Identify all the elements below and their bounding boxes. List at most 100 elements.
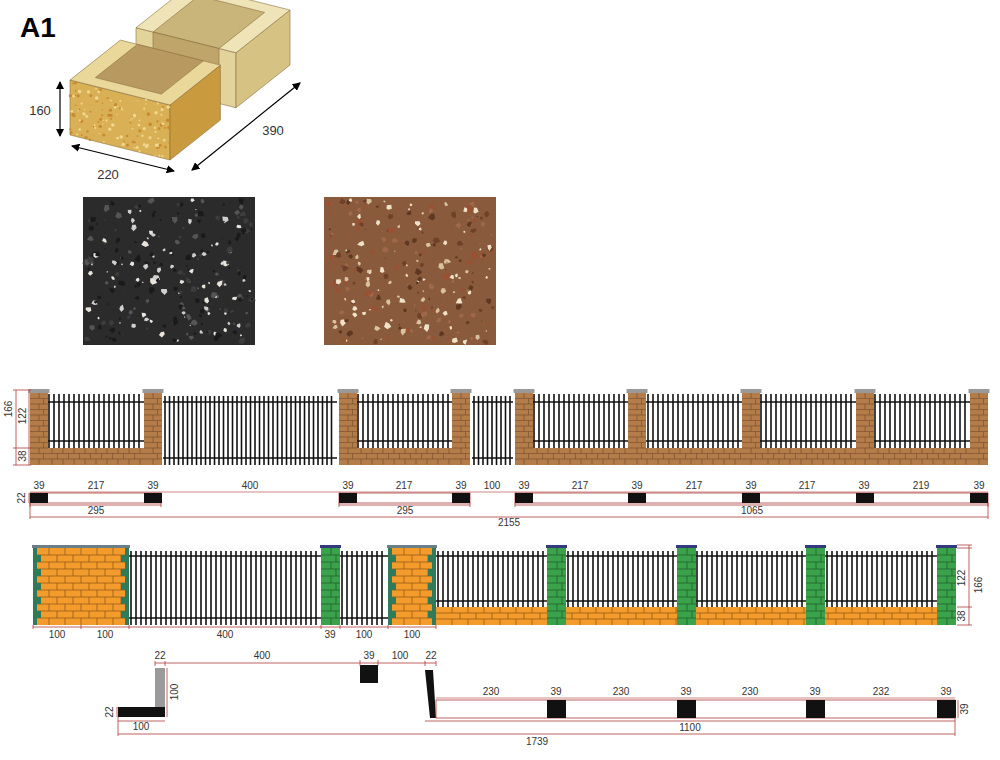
- stone-chip: [141, 241, 149, 247]
- mortar-joint: [524, 448, 525, 454]
- stone-chip: [251, 298, 254, 301]
- fence-rail: [566, 555, 677, 557]
- mortar-joint: [755, 454, 756, 460]
- mortar-joint: [878, 459, 879, 465]
- stone-chip: [245, 323, 251, 328]
- stone-chip: [395, 264, 399, 269]
- pillar-plan: [628, 493, 646, 503]
- mortar-joint: [608, 454, 609, 460]
- mortar-line: [677, 555, 696, 556]
- mortar-joint: [922, 459, 923, 465]
- mortar-joint: [966, 459, 967, 465]
- green-edge-brick: [33, 562, 37, 569]
- stone-chip: [491, 306, 494, 309]
- mortar-line: [30, 409, 48, 410]
- mortar-joint: [952, 569, 953, 576]
- brick-fill: [856, 393, 874, 465]
- fence-bar: [652, 551, 654, 607]
- mortar-joint: [660, 619, 661, 625]
- mortar-joint: [331, 548, 332, 555]
- mortar-joint: [562, 569, 563, 576]
- fence-bar: [200, 396, 202, 465]
- stone-grain: [110, 99, 112, 101]
- fence-bar: [331, 396, 333, 465]
- stone-chip: [426, 243, 431, 247]
- stone-chip: [201, 233, 206, 238]
- stone-chip: [429, 204, 434, 209]
- mortar-joint: [575, 454, 576, 460]
- dimension-label: 1739: [525, 737, 549, 747]
- stone-grain: [99, 118, 102, 121]
- fence-bar: [240, 551, 242, 625]
- stone-chip: [199, 330, 203, 333]
- stone-grain: [120, 107, 123, 110]
- stone-chip: [357, 208, 361, 213]
- mortar-joint: [924, 613, 925, 619]
- stone-chip: [181, 311, 185, 314]
- stone-chip: [490, 234, 492, 236]
- mortar-joint: [933, 448, 934, 454]
- fence-rail: [695, 600, 806, 602]
- fence-rail: [825, 555, 937, 557]
- dimension-line: [16, 390, 17, 465]
- stone-grain: [132, 128, 134, 130]
- mortar-joint: [65, 618, 66, 625]
- mortar-joint: [687, 590, 688, 597]
- stone-chip: [234, 211, 240, 216]
- mortar-joint: [676, 607, 677, 613]
- fence-bar: [911, 551, 913, 607]
- mortar-joint: [528, 421, 529, 427]
- stone-chip: [153, 262, 156, 265]
- stone-chip: [118, 332, 120, 335]
- stone-grain: [95, 96, 99, 100]
- mortar-joint: [911, 459, 912, 465]
- green-edge-brick: [121, 597, 129, 604]
- mortar-joint: [416, 459, 417, 465]
- stone-chip: [114, 285, 116, 288]
- brick-fill: [628, 393, 646, 465]
- stone-chip: [142, 313, 147, 318]
- stone-chip: [128, 210, 132, 215]
- stone-chip: [359, 223, 363, 227]
- dimension-line: [117, 707, 118, 717]
- stone-chip: [416, 320, 421, 325]
- fence-bar: [205, 551, 207, 625]
- fence-rail: [436, 600, 547, 602]
- mortar-joint: [860, 613, 861, 619]
- stone-chip: [418, 228, 421, 231]
- stone-chip: [136, 278, 140, 282]
- mortar-joint: [452, 619, 453, 625]
- dimension-label: 39: [857, 481, 870, 491]
- mortar-joint: [700, 613, 701, 619]
- mortar-joint: [729, 454, 730, 460]
- mortar-joint: [129, 448, 130, 454]
- fence-bar: [225, 551, 227, 625]
- mortar-joint: [140, 459, 141, 465]
- fence-bar: [622, 551, 624, 607]
- stone-grain: [114, 106, 117, 109]
- mortar-joint: [557, 548, 558, 555]
- stone-grain: [95, 88, 97, 90]
- stone-grain: [143, 108, 145, 110]
- stone-chip: [356, 266, 363, 273]
- mortar-joint: [73, 555, 74, 562]
- mortar-joint: [65, 548, 66, 555]
- stone-chip: [186, 314, 191, 320]
- stone-chip: [107, 303, 108, 305]
- mortar-joint: [74, 448, 75, 454]
- fence-bar: [836, 551, 838, 607]
- mortar-line: [856, 409, 874, 410]
- pillar-cap: [143, 389, 164, 393]
- stone-chip: [379, 213, 381, 215]
- mortar-joint: [692, 583, 693, 590]
- stone-grain: [156, 120, 158, 122]
- mortar-joint: [383, 448, 384, 454]
- fence-bar: [532, 551, 534, 607]
- fence-bar: [711, 551, 713, 607]
- green-edge-brick: [33, 569, 41, 576]
- mortar-joint: [724, 607, 725, 613]
- fence-bar: [361, 551, 363, 625]
- mortar-joint: [641, 443, 642, 449]
- stone-chip: [160, 219, 162, 221]
- stone-chip: [202, 285, 206, 289]
